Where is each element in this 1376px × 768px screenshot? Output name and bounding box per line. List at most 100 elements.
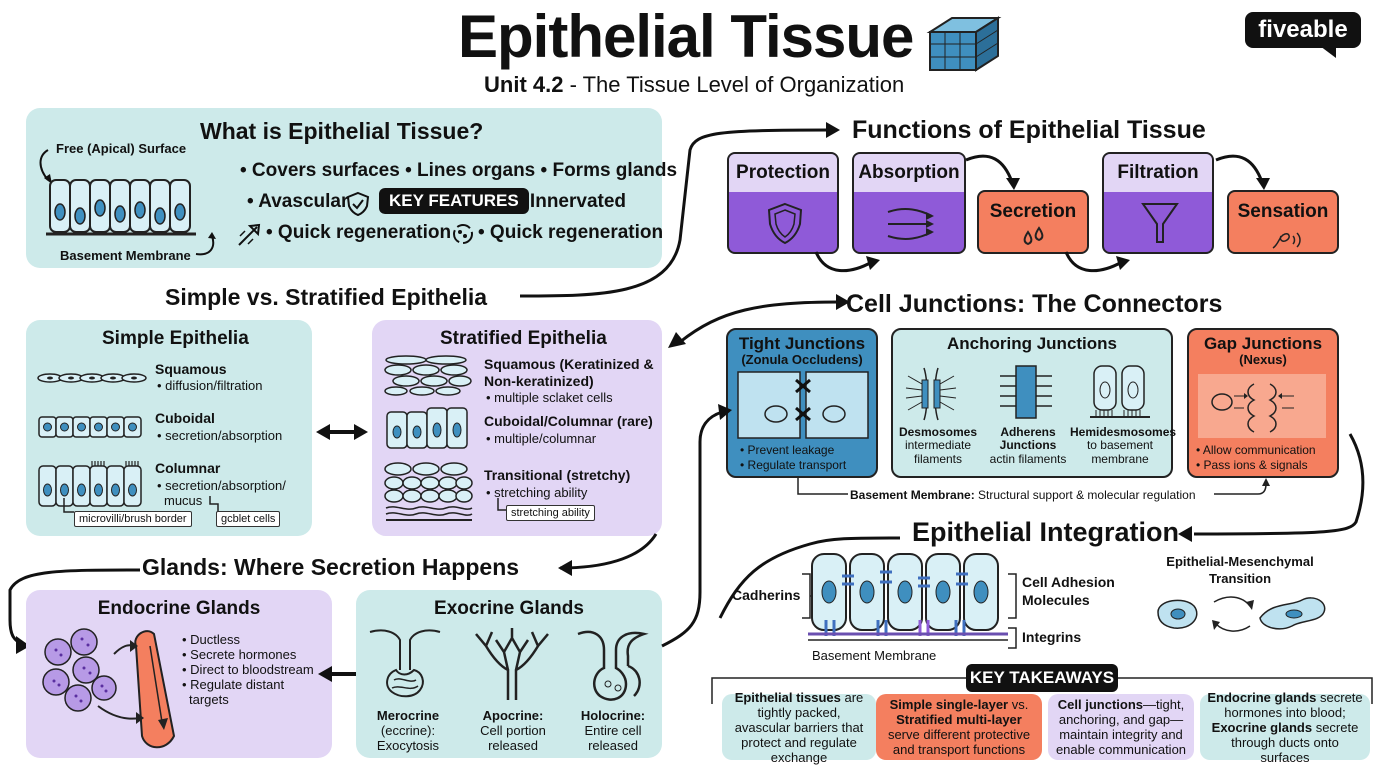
squamous-cells-icon xyxy=(37,373,147,383)
gap-bullet-1: • Allow communication xyxy=(1196,443,1316,457)
cell-cycle-icon xyxy=(453,224,473,244)
stratified-cuboidal-desc: • multiple/columnar xyxy=(486,431,597,446)
adherens-icon xyxy=(1000,365,1052,419)
merocrine-label2: (eccrine): xyxy=(380,723,436,738)
page-subtitle: Unit 4.2 - The Tissue Level of Organizat… xyxy=(484,72,905,97)
tight-junction-title: Tight Junctions xyxy=(738,334,866,353)
hemidesmosomes-label: Hemidesmosomes xyxy=(1070,425,1177,439)
microvilli-chip: microvilli/brush border xyxy=(74,511,192,527)
function-filtration: Filtration xyxy=(1102,152,1214,254)
goblet-cells-chip: gcblet cells xyxy=(216,511,281,527)
glands-arrows xyxy=(8,533,658,654)
tissue-block-icon xyxy=(926,16,1002,72)
simple-squamous-desc: • diffusion/filtration xyxy=(157,378,263,393)
exocrine-title: Exocrine Glands xyxy=(434,598,584,619)
free-surface-label: Free (Apical) Surface xyxy=(56,141,187,156)
shield-icon xyxy=(767,202,803,245)
function-secretion: Secretion xyxy=(977,190,1089,254)
basement-arrow-icon xyxy=(195,232,216,256)
endocrine-illustration xyxy=(42,628,176,749)
integrins-label: Integrins xyxy=(1022,629,1082,645)
apocrine-label3: released xyxy=(488,738,538,753)
hemidesmosomes-sub2: membrane xyxy=(1091,452,1149,466)
cam-bracket xyxy=(1008,573,1017,649)
stratified-squamous-label2: Non-keratinized) xyxy=(484,373,594,389)
endocrine-bullet-3: • Direct to bloodstream xyxy=(182,662,314,677)
what-is-line1: • Covers surfaces • Lines organs • Forms… xyxy=(240,160,678,181)
desmosomes-sub1: intermediate xyxy=(904,438,972,452)
holocrine-label: Holocrine: xyxy=(580,708,646,723)
stratified-cuboidal-icon xyxy=(386,407,468,449)
cam-label1: Cell Adhesion xyxy=(1022,574,1115,590)
desmosomes-sub2: filaments xyxy=(913,452,963,466)
absorption-arrows-icon xyxy=(887,208,934,240)
functions-title: Functions of Epithelial Tissue xyxy=(852,116,1206,144)
gap-bullet-2: • Pass ions & signals xyxy=(1196,458,1308,472)
endocrine-bullet-4: • Regulate distant xyxy=(182,677,285,692)
stratified-title: Stratified Epithelia xyxy=(440,328,607,349)
anchoring-title: Anchoring Junctions xyxy=(947,334,1117,353)
endocrine-bullet-2: • Secrete hormones xyxy=(182,647,297,662)
epithelium-illustration xyxy=(39,149,196,236)
simple-stratified-double-arrow xyxy=(316,424,368,440)
gap-junction-subtitle: (Nexus) xyxy=(1239,352,1287,367)
tight-junction-illustration xyxy=(737,371,869,439)
merocrine-icon xyxy=(369,629,441,698)
logo-tail-icon xyxy=(1320,46,1336,58)
function-sensation-label: Sensation xyxy=(1237,201,1329,222)
what-is-title: What is Epithelial Tissue? xyxy=(200,118,484,144)
basement-membrane-note: Basement Membrane: Structural support & … xyxy=(850,488,1196,502)
desmosomes-label: Desmosomes xyxy=(898,425,978,439)
simple-vs-stratified-title: Simple vs. Stratified Epithelia xyxy=(165,284,488,310)
adherens-label2: Junctions xyxy=(999,438,1057,452)
takeaway-3: Cell junctions—tight, anchoring, and gap… xyxy=(1048,694,1194,760)
basement-bracket xyxy=(797,478,1270,495)
function-secretion-label: Secretion xyxy=(989,201,1077,222)
integration-basement-label: Basement Membrane xyxy=(812,648,937,663)
transitional-desc: • stretching ability xyxy=(486,485,588,500)
simple-squamous-label: Squamous xyxy=(155,361,227,377)
endocrine-title: Endocrine Glands xyxy=(97,598,261,619)
simple-cuboidal-label: Cuboidal xyxy=(155,410,215,426)
integration-arrows xyxy=(1178,433,1365,542)
holocrine-label3: released xyxy=(588,738,638,753)
transitional-icon xyxy=(384,462,473,521)
stratified-squamous-desc: • multiple sclaket cells xyxy=(486,390,613,405)
takeaway-2: Simple single-layer vs. Stratified multi… xyxy=(876,694,1042,760)
droplets-icon xyxy=(1023,226,1044,246)
emt-label2: Transition xyxy=(1208,571,1272,586)
glands-title: Glands: Where Secretion Happens xyxy=(142,554,520,580)
emt-label1: Epithelial-Mesenchymal xyxy=(1166,554,1314,569)
cuboidal-cells-icon xyxy=(38,416,142,438)
function-filtration-label: Filtration xyxy=(1104,154,1212,192)
function-absorption: Absorption xyxy=(852,152,966,254)
apocrine-label: Apocrine: xyxy=(482,708,544,723)
stratified-squamous-label1: Squamous (Keratinized & xyxy=(484,356,654,372)
cadherins-label: Cadherins xyxy=(732,587,801,603)
apocrine-label2: Cell portion xyxy=(480,723,546,738)
sensation-icon xyxy=(1272,232,1301,249)
transitional-label: Transitional (stretchy) xyxy=(484,467,631,483)
avascular-text: • Avascular xyxy=(247,191,349,212)
hemidesmosome-icon xyxy=(1090,365,1150,418)
takeaway-4: Endocrine glands secrete hormones into b… xyxy=(1200,690,1370,765)
apocrine-icon xyxy=(475,628,549,700)
simple-columnar-desc1: • secretion/absorption/ xyxy=(157,478,286,493)
simple-cuboidal-desc: • secretion/absorption xyxy=(157,428,283,443)
takeaways-badge: KEY TAKEAWAYS xyxy=(966,664,1118,692)
takeaways-frame xyxy=(711,677,1373,704)
transitional-bracket xyxy=(497,498,508,511)
stratified-squamous-icon xyxy=(384,355,472,396)
function-protection: Protection xyxy=(727,152,839,254)
funnel-icon xyxy=(1141,203,1179,243)
stretching-chip: stretching ability xyxy=(506,505,595,521)
tight-bullet-2: • Regulate transport xyxy=(740,458,847,472)
exocrine-to-tight-arrow xyxy=(661,404,732,648)
endocrine-bullet-5: targets xyxy=(189,692,229,707)
innervated-text: • Innervated xyxy=(518,191,627,212)
regeneration-text-2: • Quick regeneration xyxy=(478,222,664,243)
holocrine-label2: Entire cell xyxy=(584,723,642,738)
function-protection-label: Protection xyxy=(729,154,837,192)
merocrine-label: Merocrine xyxy=(376,708,440,723)
page-title: Epithelial Tissue xyxy=(458,3,914,70)
